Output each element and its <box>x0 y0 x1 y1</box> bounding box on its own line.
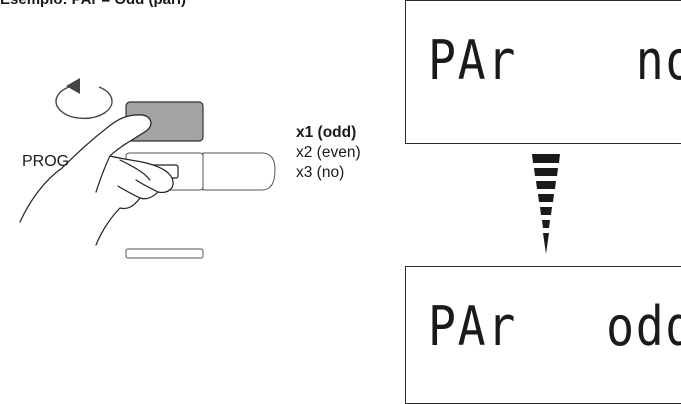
lcd-display-before: PAr no <box>405 0 681 144</box>
device-key-right <box>202 152 276 191</box>
lcd-after-param: PAr <box>428 295 518 358</box>
press-option-even: x2 (even) <box>296 144 361 161</box>
lcd-before-param: PAr <box>428 29 518 92</box>
press-option-no: x3 (no) <box>296 164 345 181</box>
prog-label: PROG <box>22 153 70 170</box>
lcd-after-value: odd <box>606 295 681 358</box>
lcd-after-text: PAr odd <box>428 295 681 358</box>
press-count-list: x1 (odd) x2 (even) x3 (no) <box>296 123 361 183</box>
device-illustration <box>19 78 276 259</box>
example-title: Esempio: PAr = Odd (pari) <box>0 0 186 8</box>
pressing-hand-icon <box>19 114 174 246</box>
lcd-before-value: no <box>635 29 681 92</box>
press-option-odd: x1 (odd) <box>296 124 357 141</box>
lcd-before-text: PAr no <box>428 29 681 92</box>
lcd-display-after: PAr odd <box>405 266 681 404</box>
device-slot-bottom <box>125 248 204 259</box>
rotate-ccw-icon <box>55 78 113 120</box>
down-arrow-icon <box>532 154 560 254</box>
